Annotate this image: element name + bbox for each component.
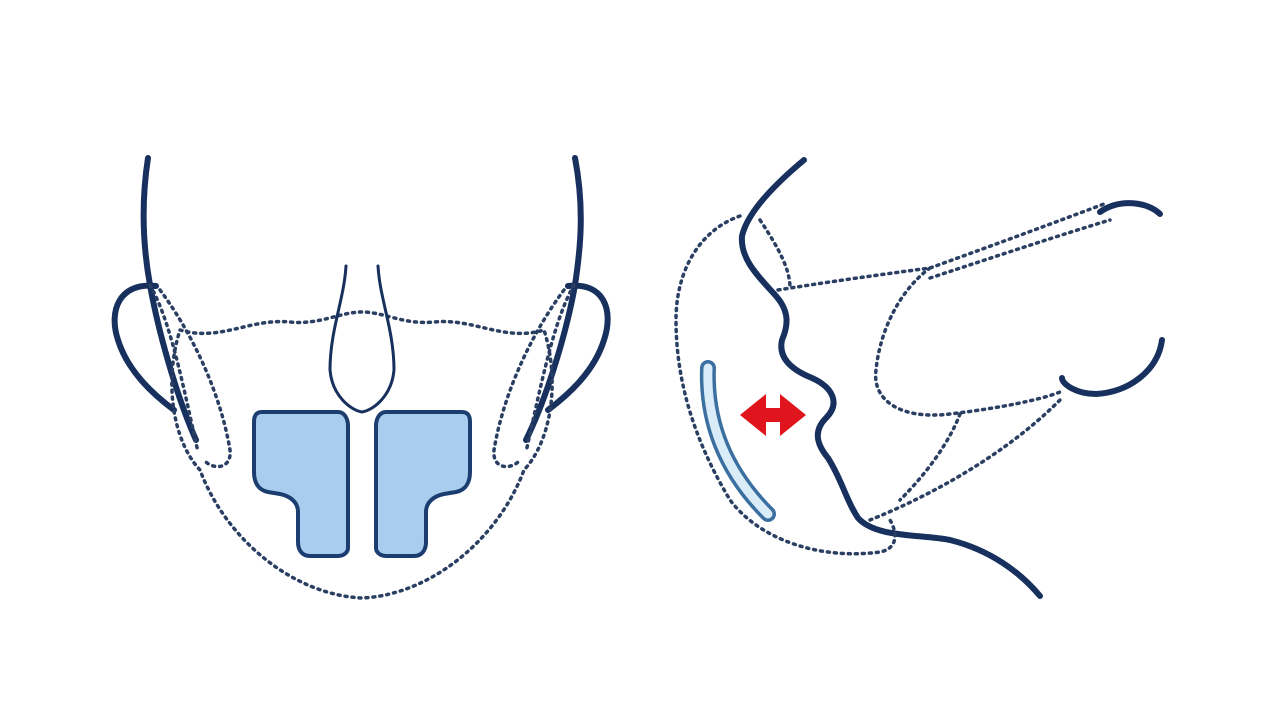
face-profile [738, 157, 1043, 599]
left-ear-loop [111, 282, 177, 413]
right-strap-dotted [524, 283, 576, 454]
upper-strap-dotted-2 [928, 218, 1112, 280]
nose-outline [328, 264, 396, 414]
filter-insert-inner [703, 363, 773, 519]
lower-strap-dotted [868, 398, 1062, 522]
side-mask-outline [674, 214, 897, 556]
right-filter-pad [374, 410, 472, 558]
right-ear-loop [545, 282, 611, 413]
ear-top [1097, 200, 1163, 217]
mask-front-view-icon [111, 155, 611, 600]
arrow-head-left [740, 394, 766, 436]
jaw-loop-dotted [873, 266, 1062, 417]
left-strap-dotted [148, 283, 200, 454]
right-strap-dotted-2 [492, 288, 566, 469]
left-filter-pad [252, 410, 350, 558]
ear-bottom [1059, 337, 1165, 398]
mask-side-view-icon [674, 157, 1165, 599]
left-strap-dotted-2 [158, 288, 232, 469]
chin-dotted [898, 412, 962, 502]
double-headed-arrow-icon [740, 394, 806, 436]
jaw-loop-dotted-2 [758, 218, 792, 290]
arrow-head-right [780, 394, 806, 436]
mask-outline [170, 310, 554, 600]
